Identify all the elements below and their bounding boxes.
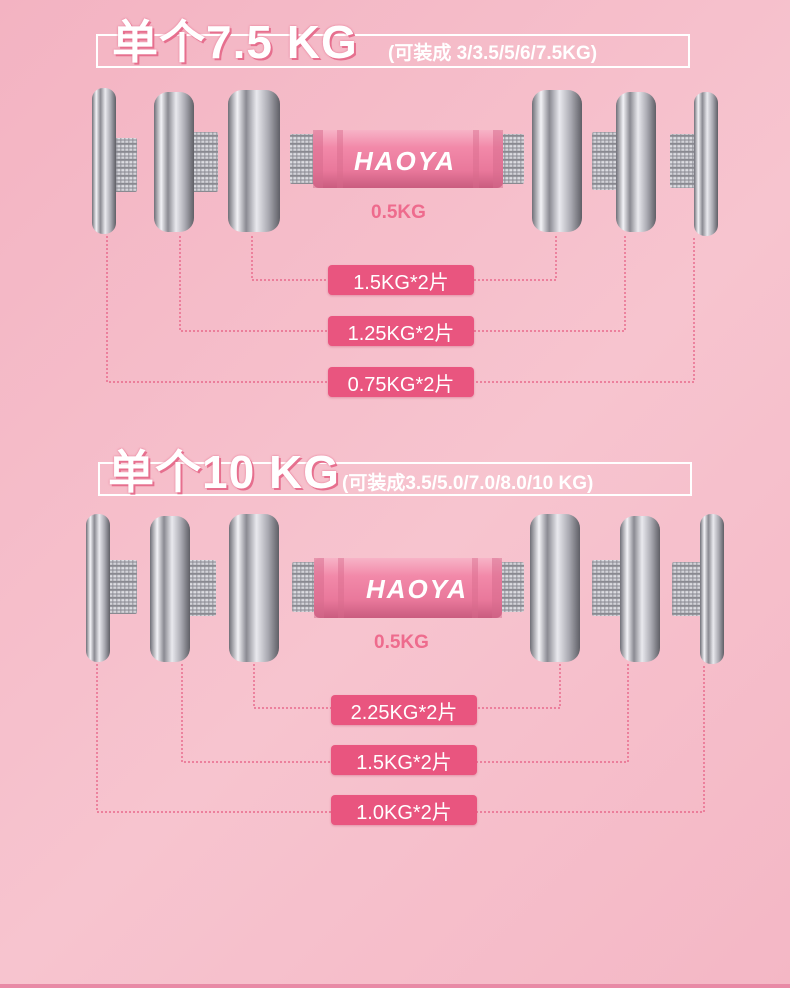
set-subtitle: (可装成3.5/5.0/7.0/8.0/10 KG)	[342, 473, 594, 494]
set-7-5kg: 单个7.5 KG (可装成 3/3.5/5/6/7.5KG)	[0, 0, 790, 420]
plate-label-medium: 1.25KG*2片	[328, 316, 474, 346]
plate-label-medium: 1.5KG*2片	[331, 745, 477, 775]
handle	[290, 130, 524, 188]
plate-label-small: 0.75KG*2片	[328, 367, 474, 397]
dumbbell-illustration	[86, 514, 724, 813]
plate-medium-right	[592, 92, 656, 232]
title-frame	[96, 34, 690, 68]
brand-logo: HAOYA	[366, 574, 468, 604]
plate-label-large: 2.25KG*2片	[331, 695, 477, 725]
bottom-stripe	[0, 984, 790, 988]
plate-small-right	[672, 514, 724, 664]
plate-large-right	[530, 514, 580, 662]
handle-weight: 0.5KG	[374, 632, 429, 653]
plate-large-left	[228, 90, 280, 232]
handle	[292, 558, 524, 618]
plate-small-left	[92, 88, 137, 234]
set-title: 单个7.5 KG	[112, 16, 358, 68]
plate-medium-right	[592, 516, 660, 662]
dumbbell-illustration	[92, 88, 718, 383]
plate-label-small: 1.0KG*2片	[331, 795, 477, 825]
set-subtitle: (可装成 3/3.5/5/6/7.5KG)	[388, 43, 598, 64]
set-10kg: 单个10 KG (可装成3.5/5.0/7.0/8.0/10 KG)	[0, 422, 790, 842]
title-frame	[98, 462, 692, 496]
plate-large-right	[532, 90, 582, 232]
plate-small-right	[670, 92, 718, 236]
set-title: 单个10 KG	[108, 446, 340, 498]
plate-medium-left	[150, 516, 216, 662]
handle-weight: 0.5KG	[371, 202, 426, 223]
plate-medium-left	[154, 92, 218, 232]
plate-small-left	[86, 514, 137, 662]
plate-large-left	[229, 514, 279, 662]
plate-label-large: 1.5KG*2片	[328, 265, 474, 295]
brand-logo: HAOYA	[354, 146, 456, 176]
